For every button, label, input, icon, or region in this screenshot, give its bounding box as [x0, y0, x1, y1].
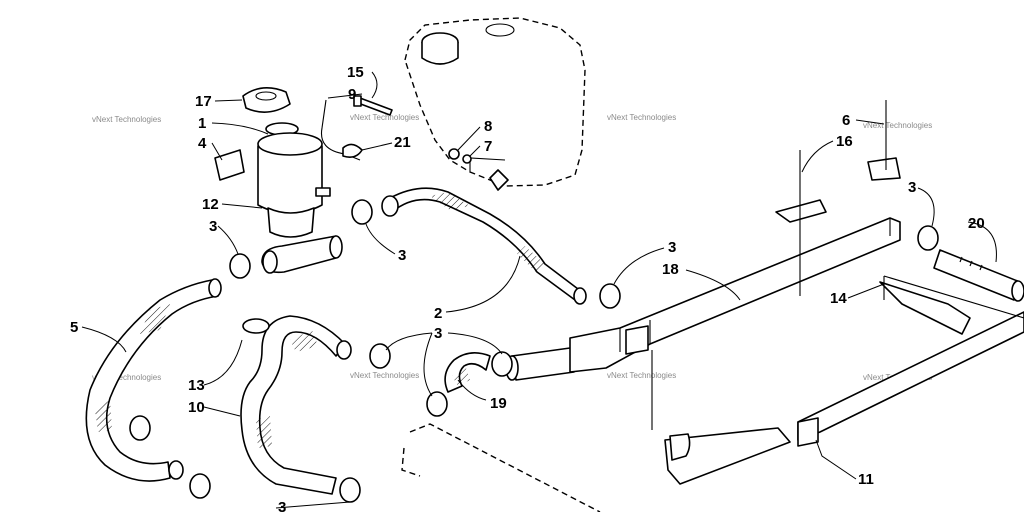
heat-exchanger — [569, 217, 1024, 485]
decal — [214, 149, 245, 181]
rail-line — [883, 275, 1024, 319]
callout-18: 18 — [662, 261, 679, 278]
watermark: vNext Technologies — [607, 113, 676, 122]
callout-5: 5 — [70, 319, 78, 336]
callout-21: 21 — [394, 134, 411, 151]
tunnel-frame — [409, 423, 601, 512]
callout-10: 10 — [188, 399, 205, 416]
cross-tube — [933, 249, 1024, 302]
watermark: vNext Technologies — [92, 115, 161, 124]
callout-20: 20 — [968, 215, 985, 232]
coolant-tank — [404, 17, 586, 191]
watermark: vNext Technologies — [350, 371, 419, 380]
callout-11: 11 — [858, 471, 874, 488]
callout-4: 4 — [198, 135, 207, 152]
callout-6: 6 — [842, 112, 850, 129]
elbow-hose — [444, 352, 491, 393]
callout-7: 7 — [484, 138, 492, 155]
callout-12: 12 — [202, 196, 219, 213]
callout-13: 13 — [188, 377, 205, 394]
callout-2: 2 — [434, 305, 442, 322]
callout-3: 3 — [434, 325, 442, 342]
callout-16: 16 — [836, 133, 853, 150]
radiator-cap — [242, 87, 291, 113]
leader-lines — [81, 71, 997, 509]
tunnel-frame — [401, 447, 421, 477]
watermark: vNext Technologies — [350, 113, 419, 122]
callout-14: 14 — [830, 290, 847, 307]
callout-3: 3 — [209, 218, 217, 235]
callout-15: 15 — [347, 64, 364, 81]
hose-clamps — [129, 199, 939, 503]
callout-3: 3 — [278, 499, 286, 512]
callout-labels: 17 1 4 12 3 3 3 3 3 3 15 9 21 8 7 6 16 2… — [70, 64, 985, 512]
callout-3: 3 — [398, 247, 406, 264]
watermark: vNext Technologies — [863, 121, 932, 130]
callout-19: 19 — [490, 395, 507, 412]
callout-3: 3 — [668, 239, 676, 256]
bracket — [775, 199, 827, 223]
outlet-tube — [505, 347, 575, 381]
expansion-bottle — [257, 122, 343, 274]
watermark: vNext Technologies — [607, 371, 676, 380]
nut — [462, 154, 472, 164]
bolt — [353, 95, 393, 116]
callout-8: 8 — [484, 118, 492, 135]
watermark: vNext Technologies — [92, 373, 161, 382]
callout-17: 17 — [195, 93, 212, 110]
hose-clip — [342, 143, 363, 158]
washer — [448, 148, 460, 160]
callout-1: 1 — [198, 115, 206, 132]
bracket — [867, 157, 901, 181]
middle-hose — [240, 315, 352, 495]
upper-hose — [381, 187, 587, 305]
callout-9: 9 — [348, 86, 356, 103]
lower-left-hose — [85, 278, 222, 482]
callout-3: 3 — [908, 179, 916, 196]
